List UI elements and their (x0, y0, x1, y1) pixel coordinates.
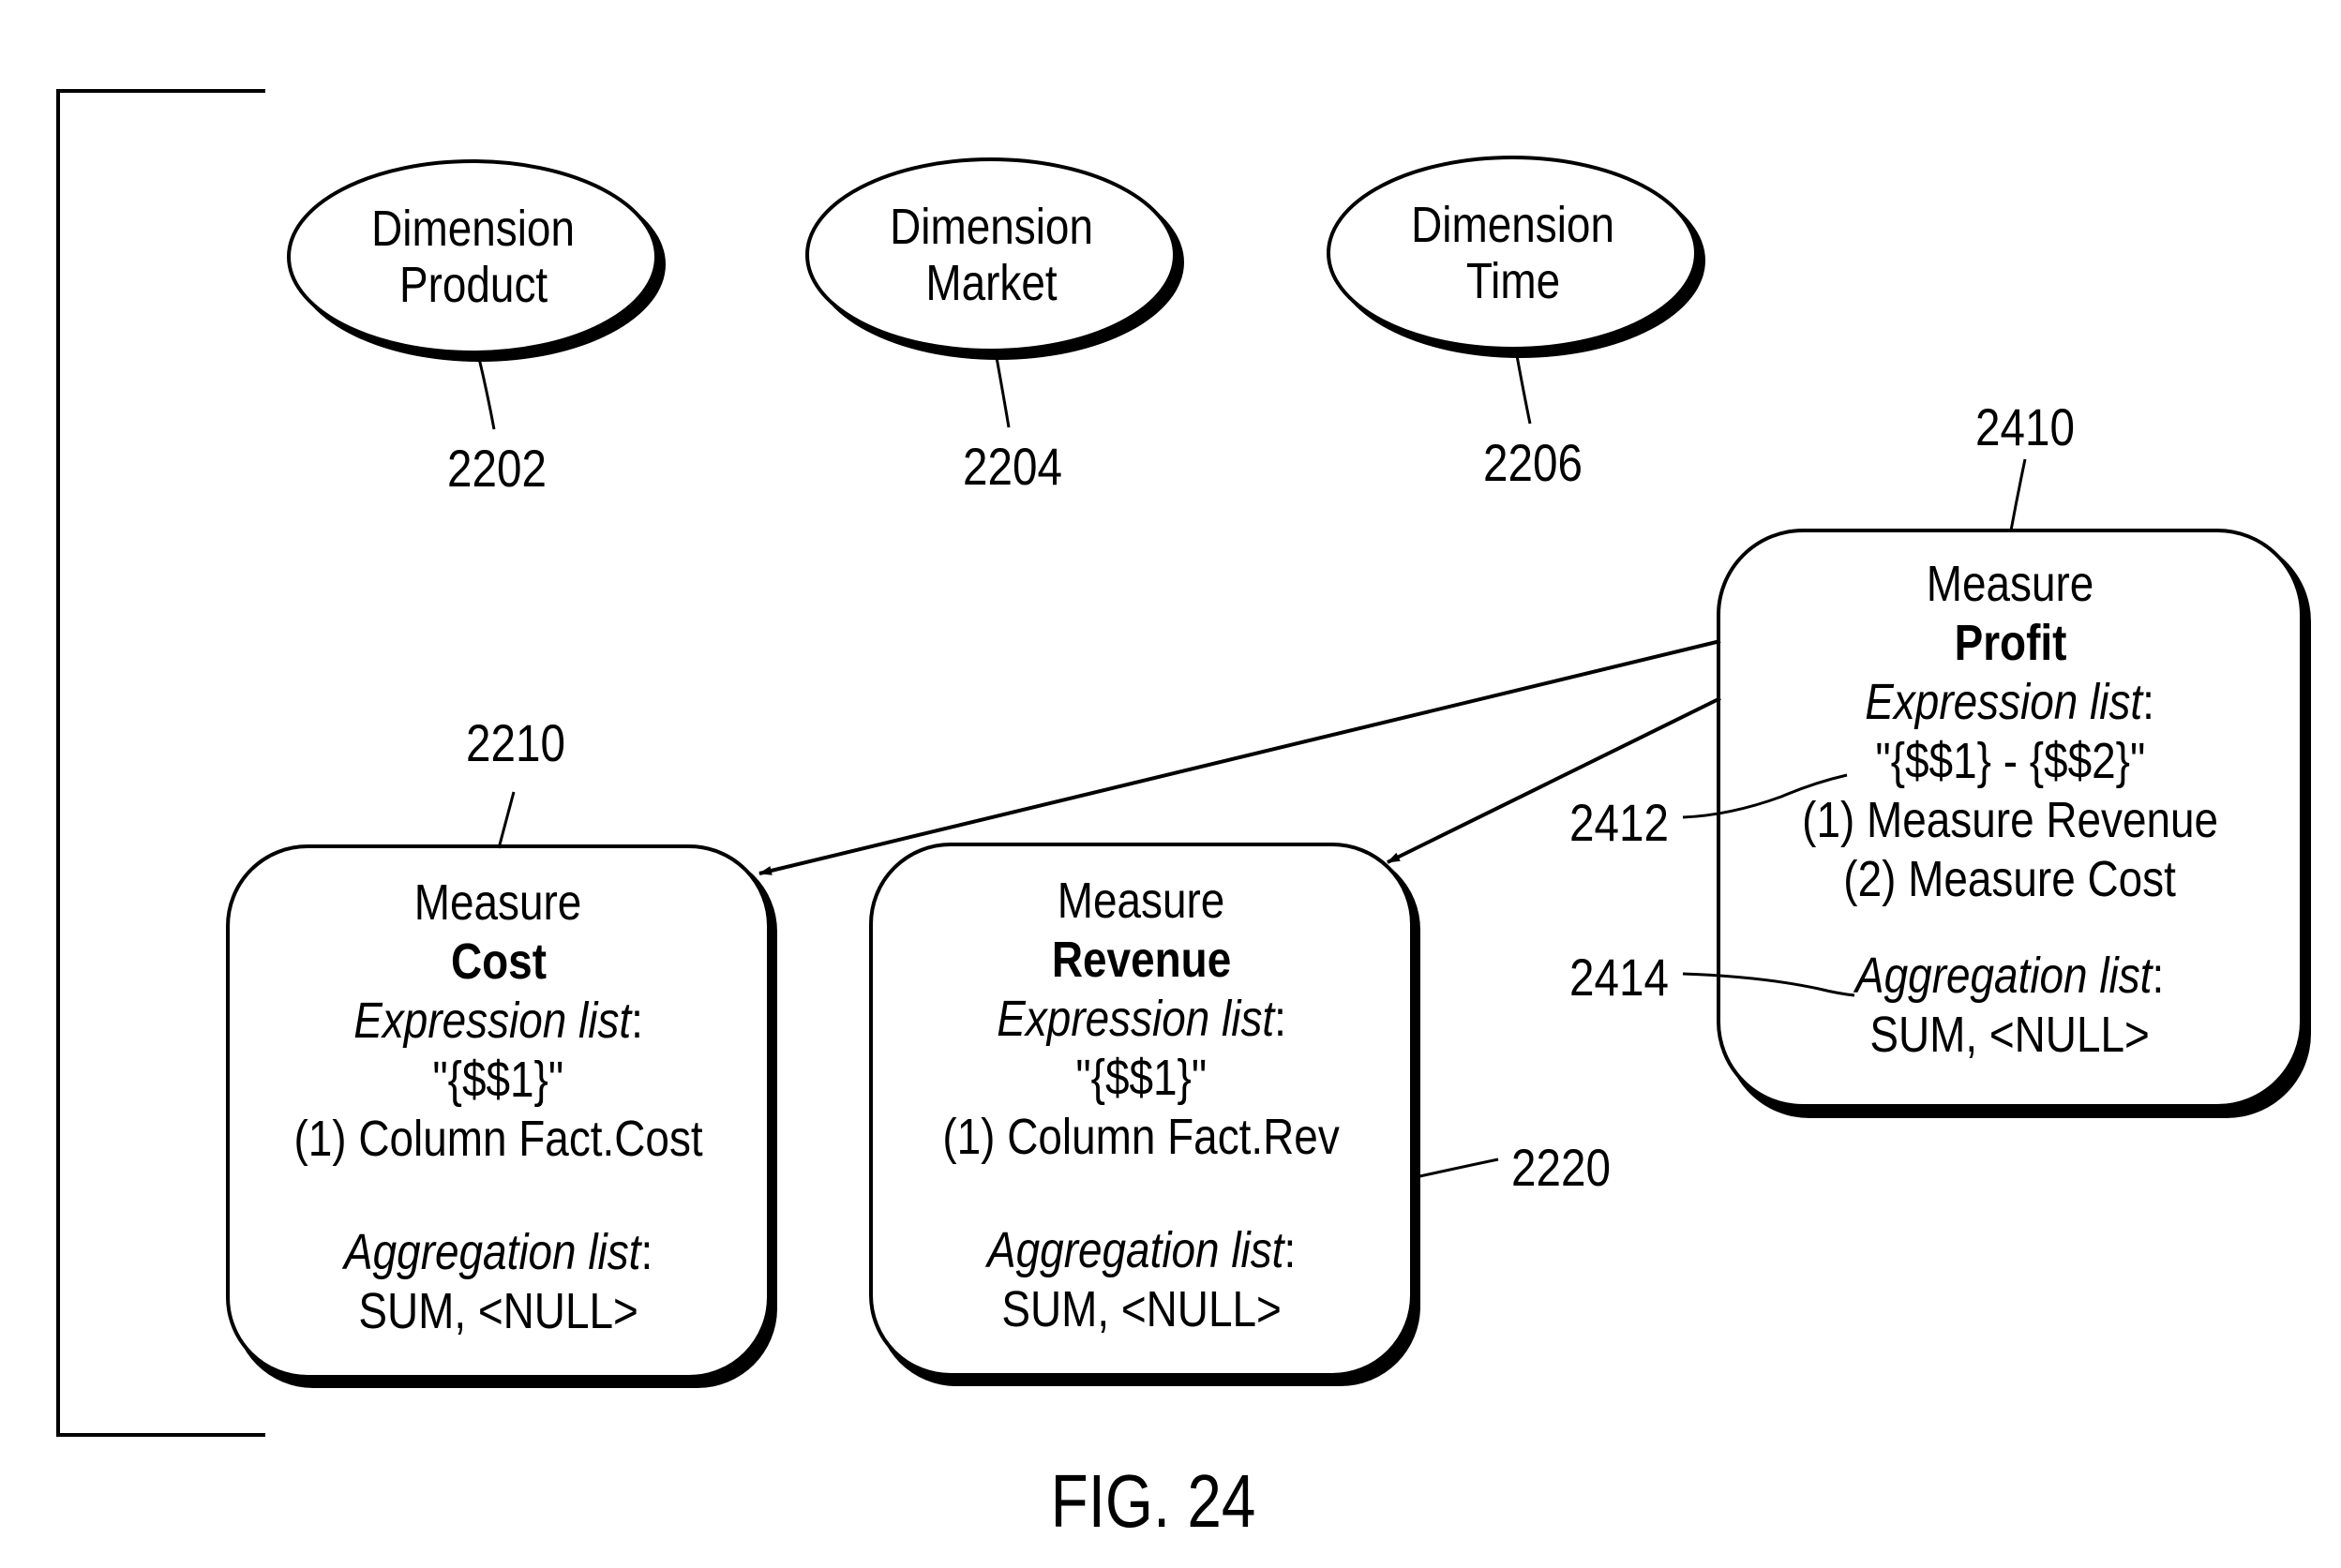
dimension-product-line2: Product (399, 257, 548, 313)
dimension-time-line2: Time (1466, 253, 1560, 309)
dimension-time: Dimension Time (1330, 159, 1696, 347)
profit-agg-label-row: Aggregation list: (1855, 947, 2164, 1006)
profit-expr: "{$$1} - {$$2}" (1875, 732, 2145, 791)
measure-revenue: Measure Revenue Expression list: "{$$1}"… (871, 872, 1412, 1339)
cost-expr-label-row: Expression list: (353, 992, 643, 1051)
cost-agg-label-row: Aggregation list: (344, 1223, 653, 1282)
revenue-expr-label-row: Expression list: (997, 990, 1286, 1049)
profit-kind: Measure (1927, 555, 2094, 614)
cost-expr: "{$$1}" (433, 1051, 564, 1110)
ref-2410: 2410 (1973, 401, 2078, 454)
revenue-agg-label-row: Aggregation list: (987, 1221, 1296, 1280)
cost-expr-colon: : (631, 993, 643, 1049)
profit-item2: (2) Measure Cost (1844, 850, 2177, 909)
revenue-agg: SUM, <NULL> (1001, 1280, 1281, 1339)
profit-expr-colon: : (2143, 674, 2155, 730)
profit-name: Profit (1954, 614, 2066, 673)
dimension-market: Dimension Market (809, 161, 1175, 349)
dimension-market-line2: Market (926, 255, 1058, 311)
leader-2206 (1516, 351, 1530, 424)
profit-expr-label: Expression list (1866, 674, 2143, 730)
revenue-name: Revenue (1052, 931, 1231, 990)
dimension-time-line1: Dimension (1412, 197, 1615, 253)
revenue-expr-colon: : (1274, 991, 1286, 1047)
measure-profit: Measure Profit Expression list: "{$$1} -… (1718, 555, 2302, 1065)
cost-agg: SUM, <NULL> (358, 1282, 638, 1341)
cost-item1: (1) Column Fact.Cost (293, 1110, 702, 1169)
revenue-expr-label: Expression list (997, 991, 1274, 1047)
profit-agg: SUM, <NULL> (1870, 1006, 2150, 1065)
ref-2412: 2412 (1568, 797, 1672, 849)
dimension-market-line1: Dimension (891, 199, 1094, 255)
figure-caption: FIG. 24 (1030, 1464, 1276, 1539)
cost-kind: Measure (414, 874, 582, 933)
cost-expr-label: Expression list (353, 993, 631, 1049)
leader-2210 (499, 792, 514, 848)
ref-2414: 2414 (1568, 951, 1672, 1004)
leader-2410 (2011, 459, 2025, 530)
dimension-product-line1: Dimension (372, 201, 576, 257)
cost-agg-colon: : (640, 1224, 653, 1280)
leader-2204 (996, 352, 1009, 427)
revenue-agg-colon: : (1283, 1222, 1296, 1278)
leader-2202 (478, 354, 494, 429)
ref-2204: 2204 (961, 441, 1065, 493)
revenue-agg-label: Aggregation list (987, 1222, 1283, 1278)
profit-agg-label: Aggregation list (1855, 948, 2152, 1004)
revenue-expr: "{$$1}" (1076, 1049, 1208, 1108)
ref-2202: 2202 (445, 442, 549, 495)
dimension-product: Dimension Product (291, 163, 656, 351)
profit-agg-colon: : (2153, 948, 2165, 1004)
ref-2206: 2206 (1481, 437, 1585, 489)
leader-2220 (1416, 1159, 1498, 1177)
cost-name: Cost (451, 933, 547, 992)
ref-2210: 2210 (464, 717, 568, 769)
profit-item1: (1) Measure Revenue (1802, 791, 2218, 850)
revenue-kind: Measure (1058, 872, 1225, 931)
ref-2220: 2220 (1509, 1142, 1613, 1194)
profit-expr-label-row: Expression list: (1866, 673, 2155, 732)
revenue-item1: (1) Column Fact.Rev (943, 1108, 1340, 1167)
cost-agg-label: Aggregation list (344, 1224, 640, 1280)
measure-cost: Measure Cost Expression list: "{$$1}" (1… (228, 874, 769, 1341)
